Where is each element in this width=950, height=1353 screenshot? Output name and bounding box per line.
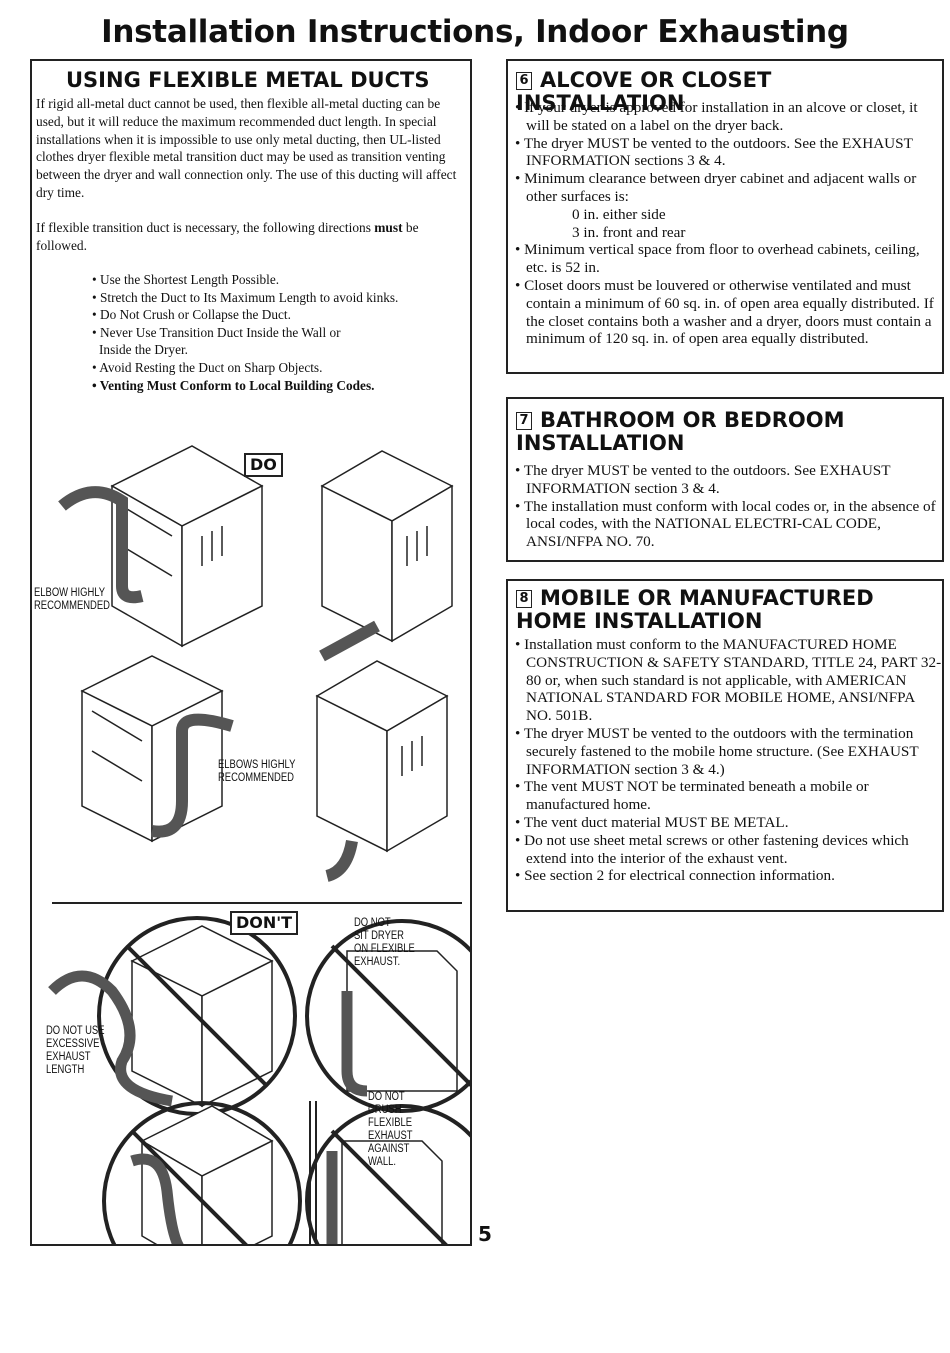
dont-label: DON'T bbox=[230, 911, 299, 935]
list-item: 3 in. front and rear bbox=[572, 223, 686, 241]
list-item: • If your dryer is approved for installa… bbox=[515, 99, 918, 134]
list-item: • Avoid Resting the Duct on Sharp Object… bbox=[92, 359, 323, 375]
dont-sit-on-duct bbox=[305, 919, 470, 1113]
list-item: • Minimum clearance between dryer cabine… bbox=[515, 170, 917, 205]
do-label: DO bbox=[244, 453, 283, 477]
page-number: 5 bbox=[478, 1222, 492, 1246]
list-item: • The dryer MUST be vented to the outdoo… bbox=[515, 134, 913, 170]
alcove-closet-list: • If your dryer is approved for installa… bbox=[514, 99, 942, 348]
list-item: • Do not use sheet metal screws or other… bbox=[515, 831, 909, 867]
duct-elbow bbox=[58, 486, 144, 604]
list-item: • Stretch the Duct to Its Maximum Length… bbox=[92, 289, 399, 305]
list-item: Inside the Dryer. bbox=[99, 342, 188, 358]
mobile-home-list: • Installation must conform to the MANUF… bbox=[514, 636, 942, 885]
duct-elbows bbox=[151, 713, 234, 838]
duct-elbow-down bbox=[325, 839, 358, 882]
dont-excessive-loop bbox=[102, 1101, 302, 1244]
list-item: • Venting Must Conform to Local Building… bbox=[92, 377, 375, 393]
dryer-illustration bbox=[315, 660, 449, 853]
dryer-illustration bbox=[80, 655, 224, 843]
list-item: • The vent duct material MUST BE METAL. bbox=[515, 813, 789, 831]
dont-crush-against-wall bbox=[305, 1101, 470, 1244]
list-item: • Installation must conform to the MANUF… bbox=[515, 636, 942, 725]
flexible-ducts-heading: USING FLEXIBLE METAL DUCTS bbox=[66, 68, 430, 92]
list-item: • Use the Shortest Length Possible. bbox=[92, 272, 280, 287]
flexible-ducts-section: USING FLEXIBLE METAL DUCTS If rigid all-… bbox=[30, 59, 472, 1246]
list-item: • Do Not Crush or Collapse the Duct. bbox=[92, 307, 291, 323]
duct-directions-list: • Use the Shortest Length Possible. • St… bbox=[92, 271, 472, 394]
list-item: • Minimum vertical space from floor to o… bbox=[515, 241, 920, 277]
list-item: • The vent MUST NOT be terminated beneat… bbox=[515, 778, 869, 814]
duct-illustrations bbox=[48, 445, 470, 1244]
dryer-illustration bbox=[320, 450, 454, 643]
list-item: • The dryer MUST be vented to the outdoo… bbox=[515, 462, 891, 497]
dryer-illustration bbox=[110, 445, 264, 648]
list-item: • The installation must conform with loc… bbox=[515, 497, 936, 551]
flexible-ducts-paragraph: If rigid all-metal duct cannot be used, … bbox=[36, 96, 457, 200]
bathroom-bedroom-list: • The dryer MUST be vented to the outdoo… bbox=[514, 462, 942, 551]
list-item: • Closet doors must be louvered or other… bbox=[515, 276, 934, 348]
page-title: Installation Instructions, Indoor Exhaus… bbox=[101, 14, 849, 50]
list-item: • See section 2 for electrical connectio… bbox=[515, 867, 835, 885]
list-item: • The dryer MUST be vented to the outdoo… bbox=[515, 724, 919, 778]
flexible-ducts-directions: If flexible transition duct is necessary… bbox=[36, 220, 419, 253]
list-item: 0 in. either side bbox=[572, 205, 666, 223]
list-item: • Never Use Transition Duct Inside the W… bbox=[92, 324, 341, 340]
dont-excessive-length bbox=[48, 916, 297, 1116]
duct-straight bbox=[319, 620, 380, 662]
